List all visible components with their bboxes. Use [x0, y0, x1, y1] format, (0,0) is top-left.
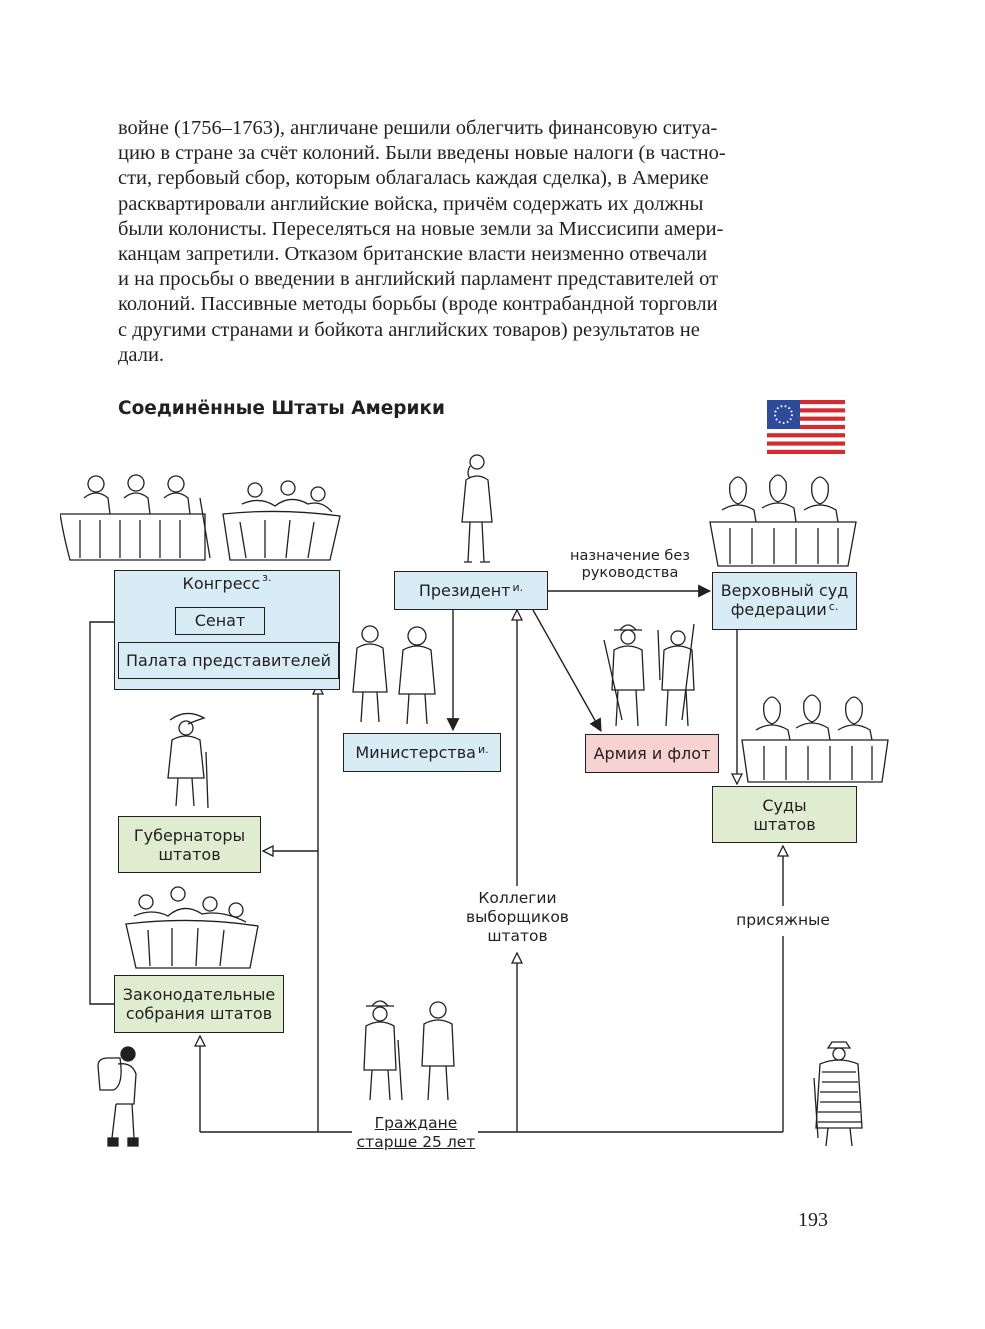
page-number: 193: [798, 1209, 828, 1232]
citizens-line2: старше 25 лет: [346, 1133, 486, 1152]
state-courts-line2: штатов: [713, 815, 856, 834]
congress-figures-icon: [60, 468, 345, 568]
army-label: Армия и флот: [594, 744, 711, 763]
governor-figure-icon: [162, 708, 212, 812]
supreme-court-mark: с.: [829, 600, 839, 613]
legislatures-box: Законодательные собрания штатов: [114, 975, 284, 1033]
legislatures-line1: Законодательные: [115, 985, 283, 1004]
army-box: Армия и флот: [585, 734, 719, 773]
citizens-label: Граждане старше 25 лет: [346, 1114, 486, 1152]
legislature-figures-icon: [122, 880, 262, 972]
house-label: Палата представителей: [126, 651, 331, 670]
appointment-line2: руководства: [545, 565, 715, 582]
president-figure-icon: [452, 452, 498, 568]
governors-box: Губернаторы штатов: [118, 816, 261, 873]
president-mark: и.: [512, 581, 523, 594]
legislatures-line2: собрания штатов: [115, 1004, 283, 1023]
appointment-label: назначение без руководства: [545, 548, 715, 582]
house-box: Палата представителей: [118, 642, 339, 679]
supreme-court-line2: федерации: [731, 600, 827, 619]
electors-line3: штатов: [440, 927, 595, 946]
citizens-figures-icon: [358, 996, 468, 1106]
electors-line1: Коллегии: [440, 889, 595, 908]
appointment-line1: назначение без: [545, 548, 715, 565]
citizens-line1: Граждане: [346, 1114, 486, 1133]
ministries-mark: и.: [478, 743, 489, 756]
supreme-court-line1: Верховный суд: [713, 581, 856, 600]
ministries-label: Министерства: [355, 743, 476, 762]
governors-line2: штатов: [119, 845, 260, 864]
ministers-figures-icon: [345, 622, 445, 728]
electors-line2: выборщиков: [440, 908, 595, 927]
senate-label: Сенат: [195, 611, 246, 630]
state-courts-box: Суды штатов: [712, 786, 857, 843]
soldiers-figures-icon: [598, 620, 708, 732]
state-courts-line1: Суды: [713, 796, 856, 815]
senate-box: Сенат: [175, 607, 265, 635]
governors-line1: Губернаторы: [119, 826, 260, 845]
jurors-label: присяжные: [720, 911, 846, 930]
traveler-figure-icon: [94, 1044, 144, 1148]
electors-label: Коллегии выборщиков штатов: [440, 889, 595, 946]
state-judges-icon: [740, 690, 890, 786]
settler-figure-icon: [810, 1038, 870, 1152]
president-label: Президент: [419, 581, 511, 600]
congress-mark: з.: [262, 571, 271, 584]
supreme-court-judges-icon: [708, 470, 858, 570]
congress-label: Конгресс: [183, 574, 261, 593]
